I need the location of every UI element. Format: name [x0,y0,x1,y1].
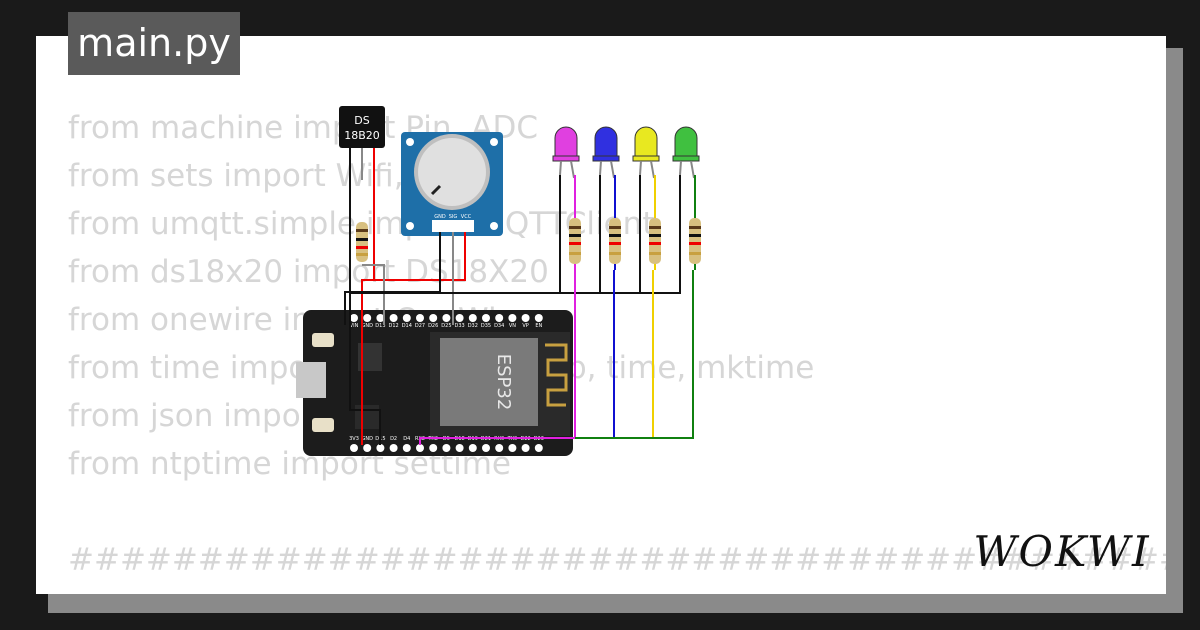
board-pin-hole [468,444,477,452]
sensor-label-line2: 18B20 [344,129,380,142]
board-pin-label: D34 [494,323,504,329]
led-4[interactable] [672,126,700,179]
board-pin-hole [376,444,385,452]
board-pin-label: D35 [481,323,491,329]
board-pin-label: D12 [388,323,398,329]
board-pin-label: D25 [441,323,451,329]
led-3[interactable] [632,126,660,179]
esp32-chip-label: ESP32 [493,354,514,411]
led-resistor [569,218,581,264]
board-pin-label: GND [361,436,373,442]
board-pin-hole [442,314,451,322]
ds18b20-sensor[interactable]: DS 18B20 [339,106,385,180]
wire-blue [575,270,615,439]
board-pin-hole [455,314,464,322]
pot-pin-label: SIG [449,214,458,220]
board-pin-hole [482,444,490,452]
board-pin-hole [402,444,411,452]
led-1[interactable] [552,126,580,179]
board-pin-label: D13 [375,323,385,329]
led-resistor [649,218,661,264]
board-pin-label: D4 [403,436,410,442]
wire-magenta [419,270,576,445]
board-pin-label: D27 [415,323,425,329]
esp32-module: ESP32 [430,332,570,436]
board-pin-hole [495,444,504,452]
board-pin-hole [376,314,385,322]
board-pin-hole [455,444,464,452]
board-pin-hole [363,444,372,452]
board-pin-hole [429,314,438,322]
board-pin-hole [508,444,517,452]
board-pin-hole [468,314,477,322]
led-2[interactable] [592,126,620,179]
board-pin-hole [495,314,504,322]
board-pin-label: D33 [454,323,464,329]
code-line: from ds18x20 import DS18X20 [68,254,549,290]
board-pin-hole [350,444,358,452]
pot-pin-label: GND [434,214,446,220]
board-pin-label: VP [522,323,528,329]
code-line: from sets import Wifi, [68,158,404,194]
board-pin-label: VN [509,323,516,329]
board-pin-hole [521,314,530,322]
board-pin-hole [534,444,543,452]
board-pin-hole [429,444,438,452]
led-array [552,126,701,270]
board-pin-hole [389,314,398,322]
code-line: """ CALLBACK """ [68,584,1166,594]
board-pin-label: D2 [390,436,397,442]
board-pin-label: D14 [402,323,412,329]
filename-tab[interactable]: main.py [68,12,240,75]
board-pin-label: D32 [468,323,478,329]
wokwi-logo: WOKWI [975,527,1150,576]
board-pin-hole [402,314,411,322]
pot-knob-indicator [430,184,442,196]
board-pin-hole [350,314,358,322]
wokwi-logo-text: WOKWI [975,527,1150,576]
board-pin-hole [416,444,424,452]
board-pin-hole [508,314,517,322]
pot-pin-label: VCC [461,214,472,220]
board-pin-label: 3V3 [349,436,359,442]
board-pin-label: D26 [428,323,438,329]
led-resistor [689,218,701,264]
board-pin-hole [482,314,490,322]
sensor-label-line1: DS [354,114,369,127]
wire-green [575,270,694,439]
led-resistor [609,218,621,264]
code-line: ########################################… [68,542,1166,578]
board-pin-hole [363,314,372,322]
board-pin-hole [534,314,543,322]
board-pin-label: GND [361,323,373,329]
board-pin-hole [442,444,451,452]
board-pin-label: VIN [350,323,359,329]
board-pin-label: EN [535,323,542,329]
board-pin-hole [389,444,398,452]
led-ground-bus [350,175,681,294]
sensor-resistor [356,222,368,262]
board-pin-hole [521,444,530,452]
board-pin-hole [416,314,424,322]
